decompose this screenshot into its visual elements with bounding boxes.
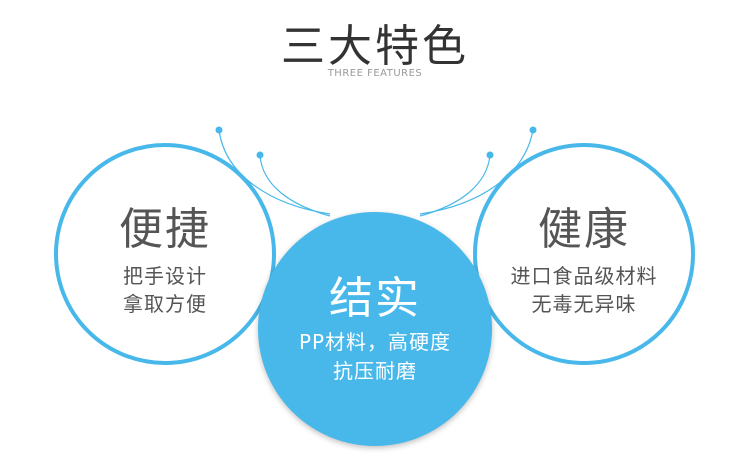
- curve-dot: [256, 151, 264, 159]
- feature-line: 抗压耐磨: [333, 359, 417, 383]
- curve-dot: [215, 126, 223, 134]
- feature-title: 健康: [538, 204, 630, 255]
- feature-line: 无毒无异味: [531, 292, 637, 316]
- feature-title: 便捷: [119, 204, 211, 255]
- curve-dot: [529, 126, 537, 134]
- feature-circle-healthy: 健康 进口食品级材料 无毒无异味: [473, 143, 695, 365]
- feature-line: 进口食品级材料: [510, 264, 658, 288]
- feature-line: PP材料，高硬度: [298, 330, 452, 354]
- page-subtitle: THREE FEATURES: [327, 68, 423, 79]
- feature-line: 拿取方便: [123, 292, 207, 316]
- right-curve-2: [419, 154, 491, 217]
- page-title: 三大特色: [281, 21, 469, 72]
- left-curve-2: [259, 154, 331, 217]
- feature-line: 把手设计: [123, 264, 207, 288]
- feature-title: 结实: [329, 273, 421, 324]
- feature-circle-convenient: 便捷 把手设计 拿取方便: [54, 143, 276, 365]
- left-curve-1: [218, 129, 331, 215]
- feature-circle-sturdy: 结实 PP材料，高硬度 抗压耐磨: [258, 212, 492, 446]
- curve-dot: [486, 151, 494, 159]
